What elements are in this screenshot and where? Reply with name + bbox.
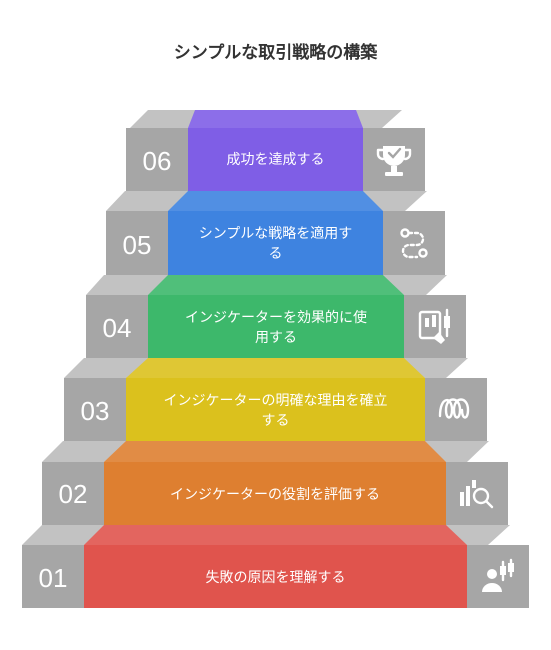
step-03-label-line2: する [262, 413, 290, 429]
step-01-number-block [22, 545, 84, 608]
step-06: 06 成功を達成する [126, 110, 425, 191]
step-01-icon-block [467, 545, 529, 608]
step-06-number-block [126, 128, 188, 191]
step-06-number: 06 [143, 146, 172, 176]
path-route-icon [400, 228, 428, 259]
step-03-icon-block [425, 378, 487, 441]
step-03-number: 03 [81, 396, 110, 426]
step-05-label-line1: シンプルな戦略を適用す [199, 225, 353, 242]
step-04-label-line1: インジケーターを効果的に使 [185, 309, 367, 326]
step-05-number: 05 [123, 230, 152, 260]
step-04-bar [148, 295, 404, 358]
loops-icon [438, 398, 470, 419]
step-02: 02 インジケーターの役割を評価する [42, 441, 508, 525]
step-05-bar [168, 211, 383, 275]
step-01-number: 01 [39, 563, 68, 593]
step-03-number-block [64, 378, 126, 441]
step-03-bar [126, 378, 425, 441]
step-03: 03 インジケーターの明確な理由を確立 する [64, 358, 487, 441]
step-02-bar [104, 462, 446, 525]
step-04-number: 04 [103, 313, 132, 343]
candlestick-device-icon [418, 308, 450, 344]
step-05: 05 シンプルな戦略を適用す る [106, 191, 445, 275]
step-04: 04 インジケーターを効果的に使 用する [86, 275, 466, 358]
step-04-label-line2: 用する [255, 330, 297, 346]
magnify-chart-icon [460, 480, 494, 509]
step-03-label-line1: インジケーターの明確な理由を確立 [164, 393, 388, 409]
diagram-title: シンプルな取引戦略の構築 [173, 43, 378, 63]
trophy-icon [376, 146, 412, 176]
step-05-icon-block [383, 211, 445, 275]
step-05-number-block [106, 211, 168, 275]
step-06-bar [188, 128, 363, 191]
step-01-bar [84, 545, 467, 608]
step-04-number-block [86, 295, 148, 358]
step-02-number-block [42, 462, 104, 525]
user-chart-icon [482, 558, 514, 592]
step-02-number: 02 [59, 479, 88, 509]
step-01-label: 失敗の原因を理解する [206, 570, 346, 586]
step-06-label: 成功を達成する [227, 152, 325, 168]
step-05-label-line2: る [269, 246, 283, 262]
step-02-icon-block [446, 462, 508, 525]
step-01: 01 失敗の原因を理解する [22, 525, 529, 608]
step-02-label: インジケーターの役割を評価する [170, 486, 380, 503]
